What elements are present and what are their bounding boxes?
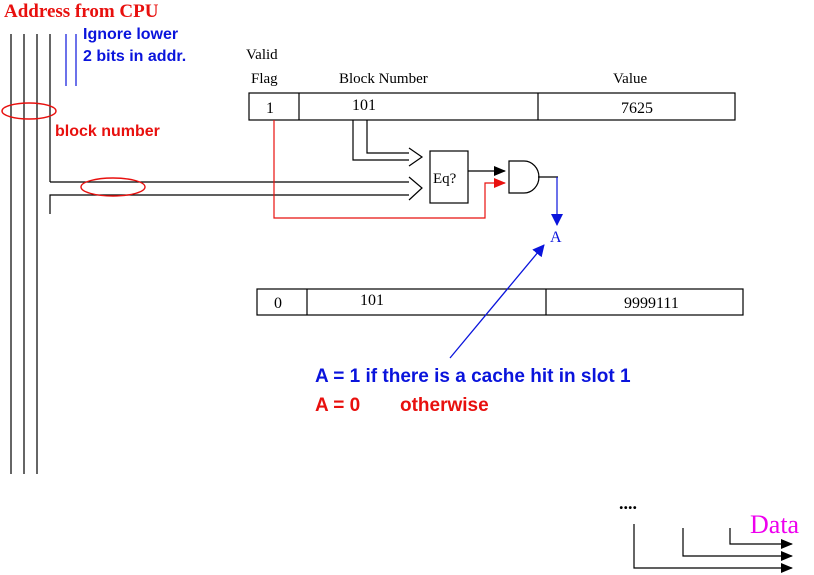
slot-1-block: 101: [352, 97, 376, 114]
miss-note-rhs: otherwise: [400, 395, 489, 416]
eq-label: Eq?: [433, 171, 457, 187]
slot-2-block: 101: [360, 292, 384, 309]
signal-a-label: A: [550, 229, 562, 246]
valid-header: Valid: [246, 47, 278, 63]
slot-1-valid: 1: [266, 100, 274, 117]
hit-note: A = 1 if there is a cache hit in slot 1: [315, 366, 631, 387]
data-label: Data: [750, 510, 800, 539]
address-bus: [10, 34, 51, 474]
block-number-header: Block Number: [339, 71, 428, 87]
value-header: Value: [613, 71, 647, 87]
block-number-to-eq-bus: [352, 120, 424, 167]
and-gate: [508, 160, 540, 194]
valid-flag-wire: [273, 120, 506, 219]
diagram-title: Address from CPU: [4, 1, 159, 22]
block-number-highlight: [1, 102, 57, 120]
address-bus-highlight: [80, 177, 146, 197]
note-pointer-arrow: [449, 244, 545, 359]
ignored-bits-lines: [65, 34, 77, 86]
eq-comparator: [429, 150, 469, 204]
miss-note-lhs: A = 0: [315, 395, 360, 416]
ignore-bits-label-line2: 2 bits in addr.: [83, 48, 186, 65]
flag-header: Flag: [251, 71, 278, 87]
address-to-eq-bus: [49, 176, 423, 214]
slot-2-value: 9999111: [624, 295, 679, 312]
cache-slot-1: 1 101 7625: [248, 92, 736, 121]
slot-2-valid: 0: [274, 295, 282, 312]
data-output-lines: [633, 524, 793, 573]
more-slots-ellipsis: ....: [619, 493, 637, 513]
ignore-bits-label-line1: Ignore lower: [83, 26, 178, 43]
block-number-label: block number: [55, 123, 160, 140]
cache-slot-2: 0 101 9999111: [256, 288, 744, 316]
slot-1-value: 7625: [621, 100, 653, 117]
